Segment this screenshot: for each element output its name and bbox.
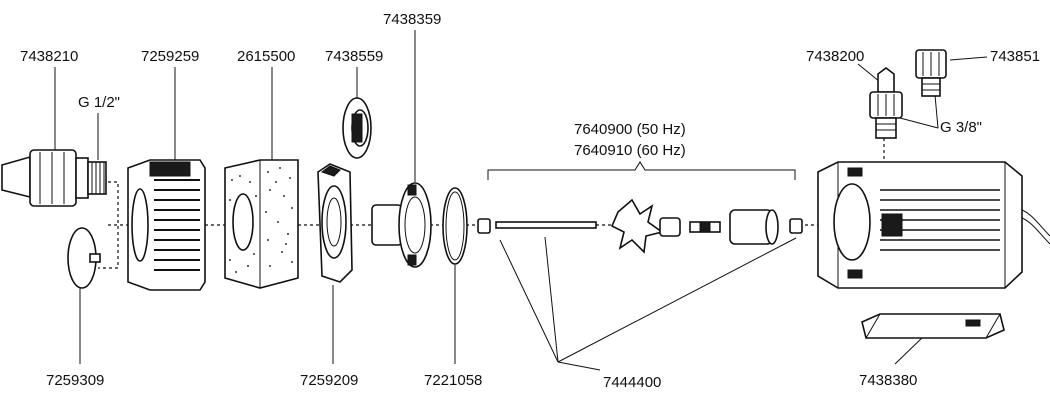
impeller [610, 198, 779, 254]
label-pump-cover: 7438359 [383, 11, 441, 28]
motor-housing [817, 161, 1050, 289]
label-inlet-fitting: 7438210 [20, 48, 78, 65]
mounting-bracket [861, 313, 1005, 339]
leader-lines [54, 30, 988, 371]
label-impeller-50hz: 7640900 (50 Hz) [574, 121, 686, 138]
label-mounting-bracket: 7438380 [859, 372, 917, 389]
label-impeller-60hz: 7640910 (60 Hz) [574, 142, 686, 159]
label-shaft-set: 7444400 [603, 374, 661, 391]
shaft-set [477, 218, 803, 234]
label-thread-half: G 1/2" [78, 94, 120, 111]
assembly-axis [98, 132, 885, 269]
outlet-cap [915, 49, 947, 97]
label-impeller-cover: 7438559 [325, 48, 383, 65]
filter-sponge [224, 159, 299, 289]
intake-plate [317, 163, 353, 283]
prefilter-housing [127, 159, 206, 291]
label-filter-sponge: 2615500 [237, 48, 295, 65]
suction-cup [67, 227, 101, 289]
label-suction-cup: 7259309 [46, 372, 104, 389]
o-ring [442, 187, 468, 265]
label-outlet-fitting: 7438200 [806, 48, 864, 65]
label-outlet-cap: 743851 [990, 48, 1040, 65]
inlet-fitting [1, 149, 107, 207]
outlet-fitting [869, 67, 903, 139]
pump-cover [371, 182, 432, 268]
label-prefilter-housing: 7259259 [141, 48, 199, 65]
label-thread-three-eighths: G 3/8" [940, 119, 982, 136]
label-intake-plate: 7259209 [300, 372, 358, 389]
impeller-cover [342, 97, 372, 159]
label-o-ring: 7221058 [424, 372, 482, 389]
